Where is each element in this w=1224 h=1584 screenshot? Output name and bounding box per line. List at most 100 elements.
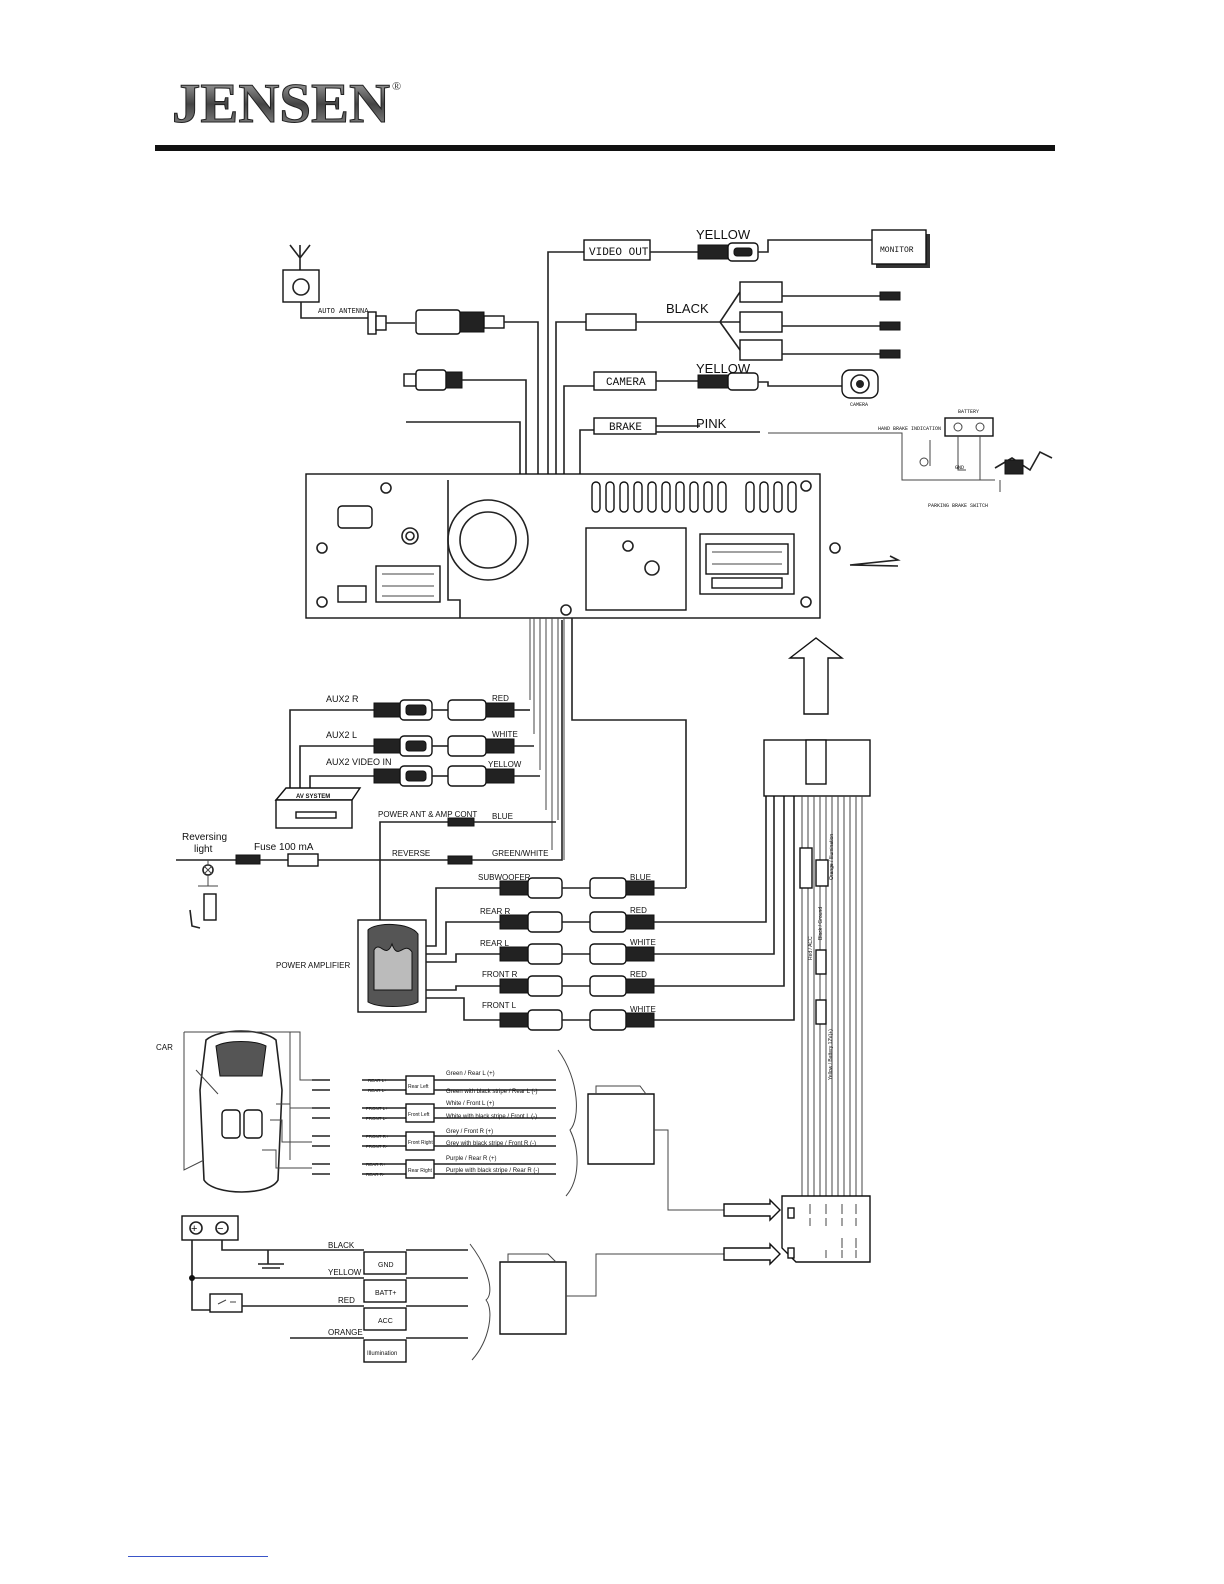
car-label: CAR [156,1043,173,1052]
reverse-cable [176,620,563,929]
reverse-label: REVERSE [392,849,430,858]
wire-front-r-minus: Grey with black stripe / Front R (-) [446,1141,536,1147]
aux2-video-label: AUX2 VIDEO IN [326,757,392,767]
brand-name: JENSEN [172,73,390,130]
power-batt-box: BATT+ [375,1290,396,1297]
harness-label-black: Black / Ground [818,907,824,940]
aux2-video-wire: YELLOW [488,760,522,769]
box-front-right: Front Right [408,1140,433,1146]
power-orange-wire: ORANGE [328,1328,363,1337]
jensen-logo: JENSEN ® [170,72,410,136]
front-r-label: FRONT R [482,970,518,979]
video-out-wire-color: YELLOW [696,227,751,242]
aux2-r-wire: RED [492,694,509,703]
rear-l-label: REAR L [480,939,509,948]
harness-label-red: Red / ACC [808,936,814,960]
term-rear-l-minus: REAR L- [368,1088,386,1093]
av-system-box [274,787,362,829]
footer-underline [128,1556,268,1557]
fuse-label: Fuse 100 mA [254,842,314,853]
front-r-wire: RED [630,970,647,979]
wire-rear-l-plus: Green / Rear L (+) [446,1071,495,1077]
term-front-l-plus: FRONT L+ [366,1106,388,1111]
box-rear-left: Rear Left [408,1084,429,1090]
wire-front-r-plus: Grey / Front R (+) [446,1129,493,1135]
auto-antenna-label: AUTO ANTENNA [318,308,369,316]
speaker-wiring [262,1031,781,1222]
power-black-wire: BLACK [328,1241,355,1250]
power-illumination-box: Illumination [367,1351,397,1357]
heat-vents [591,481,797,513]
term-rear-r-minus: REAR R- [366,1172,385,1177]
subwoofer-wire: BLUE [630,873,651,882]
main-harness-connector [763,739,871,1263]
video-out-label: VIDEO OUT [589,247,649,259]
battery-minus-symbol: − [217,1223,223,1235]
subwoofer-label: SUBWOOFER [478,873,531,882]
reverse-wire: GREEN/WHITE [492,849,548,858]
power-ant-wire: BLUE [492,812,513,821]
wire-front-l-plus: White / Front L (+) [446,1101,494,1107]
header-rule [155,145,1055,151]
registered-mark: ® [392,79,401,93]
insert-arrow-icon [849,555,901,567]
brake-wire-color: PINK [696,416,727,431]
camera-wire-color: YELLOW [696,361,751,376]
power-red-wire: RED [338,1296,355,1305]
term-rear-l-plus: REAR L+ [368,1078,387,1083]
gnd-inset-label: GND [955,465,964,471]
term-rear-r-plus: REAR R+ [366,1162,386,1167]
power-acc-box: ACC [378,1318,393,1325]
power-wires [189,1240,781,1363]
rear-r-wire: RED [630,906,647,915]
antenna-icon [282,244,370,319]
battery-plus-symbol: + [191,1223,197,1235]
monitor-label: MONITOR [880,246,914,255]
power-ant-label: POWER ANT & AMP CONT [378,810,477,819]
hand-brake-label: HAND BRAKE INDICATION [878,426,941,432]
box-rear-right: Rear Right [408,1168,433,1174]
rear-r-label: REAR R [480,907,510,916]
box-front-left: Front Left [408,1112,430,1118]
battery-inset-label: BATTERY [958,409,979,415]
wire-front-l-minus: White with black stripe / Front L (-) [446,1114,537,1120]
head-unit [305,473,841,619]
car-icon [183,1030,291,1193]
harness-bundle [529,618,687,888]
term-front-r-plus: FRONT R+ [366,1134,389,1139]
reversing-light-label-1: Reversing [182,832,227,843]
aux2-l-label: AUX2 L [326,730,357,740]
wire-rear-r-plus: Purple / Rear R (+) [446,1156,497,1162]
aux2-r-label: AUX2 R [326,694,359,704]
power-ant-cable [379,817,556,920]
camera-label: CAMERA [606,377,646,389]
power-amplifier [357,919,427,1013]
power-gnd-box: GND [378,1262,394,1269]
camera-device-label: CAMERA [850,402,868,408]
video-out-cable [547,239,874,580]
wire-rear-l-minus: Green with black stripe / Rear L (-) [446,1089,537,1095]
av-system-label: AV SYSTEM [296,794,330,800]
term-front-l-minus: FRONT L- [366,1116,387,1121]
up-arrow-icon [787,637,845,715]
reversing-light-label-2: light [194,844,213,855]
harness-label-orange: Orange / Illumination [829,834,835,880]
term-front-r-minus: FRONT R- [366,1144,388,1149]
black-group-label: BLACK [666,301,709,316]
battery-icon [181,1215,239,1241]
brake-label: BRAKE [609,422,642,434]
parking-switch-label: PARKING BRAKE SWITCH [928,503,988,509]
monitor-icon [871,229,930,268]
front-l-wire: WHITE [630,1005,656,1014]
camera-cable [563,369,879,580]
rear-l-wire: WHITE [630,938,656,947]
brake-inset [768,417,1053,492]
power-amplifier-label: POWER AMPLIFIER [276,961,350,970]
aux-cables [289,699,540,794]
wire-rear-r-minus: Purple with black stripe / Rear R (-) [446,1168,539,1174]
aux2-l-wire: WHITE [492,730,518,739]
amp-channels [426,790,795,1031]
power-yellow-wire: YELLOW [328,1268,362,1277]
harness-label-yellow: Yellow / Battery 12V(+) [828,1029,834,1080]
